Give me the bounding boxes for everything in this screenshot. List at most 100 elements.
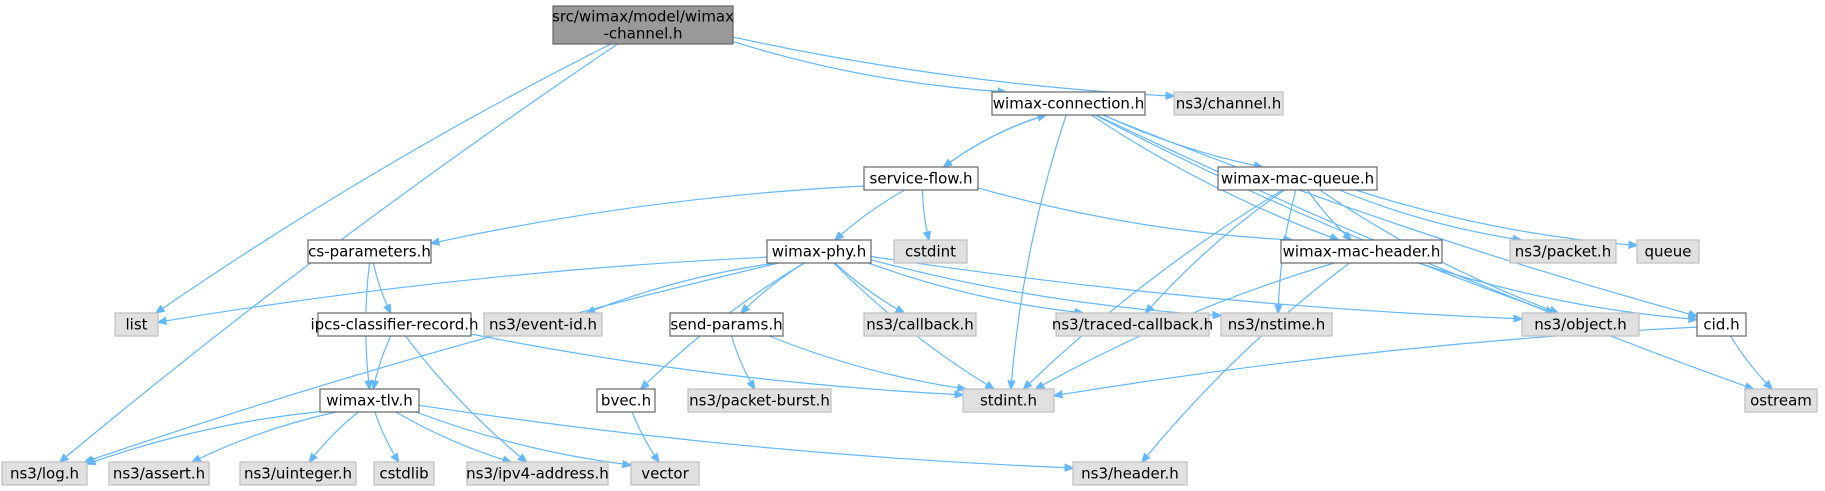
edge-service-flow-to-cstdint	[921, 189, 930, 240]
node-cs-parameters[interactable]: cs-parameters.h	[307, 239, 432, 264]
node-box	[1521, 312, 1640, 337]
node-wimax-phy[interactable]: wimax-phy.h	[766, 239, 872, 264]
edge-send-params-to-ns3-packet-burst	[730, 335, 755, 389]
node-box	[1696, 312, 1747, 337]
node-label: wimax-connection.h	[993, 95, 1144, 113]
edge-wimax-mac-header-to-cid	[1418, 262, 1697, 320]
node-label: wimax-phy.h	[772, 243, 867, 261]
edge-wimax-tlv-to-ns3-assert	[192, 411, 337, 462]
node-wimax-tlv[interactable]: wimax-tlv.h	[319, 388, 420, 413]
node-ns3-event-id: ns3/event-id.h	[483, 312, 603, 337]
edge-cid-to-ostream	[1729, 335, 1773, 389]
node-label: ns3/assert.h	[113, 465, 205, 483]
node-box	[630, 461, 700, 486]
node-ns3-packet-burst: ns3/packet-burst.h	[687, 388, 832, 413]
node-box	[1, 461, 88, 486]
node-ipcs-classifier-record[interactable]: ipcs-classifier-record.h	[310, 312, 479, 337]
node-box	[307, 239, 432, 264]
node-ns3-uinteger: ns3/uinteger.h	[239, 461, 357, 486]
node-box	[863, 312, 977, 337]
node-box	[766, 239, 872, 264]
edge-service-flow-to-wimax-connection	[943, 115, 1046, 168]
edges-layer	[60, 36, 1773, 468]
node-wimax-mac-queue[interactable]: wimax-mac-queue.h	[1217, 166, 1378, 191]
node-stdint: stdint.h	[962, 388, 1055, 413]
node-ostream: ostream	[1744, 388, 1818, 413]
node-label: cs-parameters.h	[308, 243, 431, 261]
node-label: send-params.h	[670, 316, 782, 334]
edge-wimax-connection-to-service-flow	[944, 114, 1047, 167]
node-label: vector	[641, 465, 689, 483]
node-ns3-channel: ns3/channel.h	[1173, 91, 1284, 116]
node-box	[239, 461, 357, 486]
node-label: cstdlib	[379, 465, 428, 483]
edge-wimax-connection-to-wimax-mac-header	[1090, 114, 1338, 240]
node-box	[108, 461, 210, 486]
node-label: ostream	[1750, 392, 1812, 410]
edge-bvec-to-vector	[631, 411, 659, 462]
node-label: cstdint	[905, 243, 956, 261]
node-wimax-mac-header[interactable]: wimax-mac-header.h	[1280, 239, 1443, 264]
node-box	[552, 5, 734, 45]
edge-cid-to-stdint	[1054, 326, 1698, 396]
node-label: ns3/packet.h	[1515, 243, 1611, 261]
edge-wimax-tlv-to-ns3-header	[418, 404, 1073, 468]
node-cstdlib: cstdlib	[373, 461, 435, 486]
nodes-layer: src/wimax/model/wimax-channel.h wimax-con…	[1, 5, 1818, 486]
node-box	[1509, 239, 1617, 264]
node-ns3-log: ns3/log.h	[1, 461, 88, 486]
edge-wimax-tlv-to-ns3-log	[87, 411, 321, 464]
edge-ipcs-classifier-record-to-ns3-ipv4-address	[405, 335, 527, 462]
edge-wimax-connection-to-ns3-object	[1094, 114, 1554, 313]
node-box	[1280, 239, 1443, 264]
node-box	[114, 312, 159, 337]
edge-wimax-tlv-to-ns3-ipv4-address	[395, 411, 511, 462]
edge-wimax-phy-to-ns3-object	[870, 255, 1522, 319]
edge-service-flow-to-wimax-mac-header	[977, 187, 1292, 240]
node-label: cid.h	[1703, 316, 1739, 334]
edge-wimax-mac-queue-to-wimax-mac-header	[1307, 189, 1352, 240]
node-ns3-callback: ns3/callback.h	[863, 312, 977, 337]
node-root[interactable]: src/wimax/model/wimax-channel.h	[552, 5, 734, 45]
edge-wimax-phy-to-ns3-callback	[834, 262, 904, 313]
node-bvec[interactable]: bvec.h	[596, 388, 656, 413]
node-label: service-flow.h	[870, 170, 973, 188]
node-label: ns3/event-id.h	[489, 316, 597, 334]
node-label: ns3/packet-burst.h	[689, 392, 830, 410]
node-box	[962, 388, 1055, 413]
node-label: ns3/uinteger.h	[244, 465, 352, 483]
edge-wimax-mac-queue-to-ns3-traced-callback	[1146, 189, 1285, 313]
edge-ipcs-classifier-record-to-stdint	[470, 333, 963, 395]
node-label: bvec.h	[601, 392, 651, 410]
edge-service-flow-to-wimax-phy	[835, 189, 906, 240]
node-send-params[interactable]: send-params.h	[669, 312, 784, 337]
edge-wimax-mac-queue-to-ns3-packet	[1339, 189, 1521, 240]
node-box	[863, 166, 979, 191]
node-wimax-connection[interactable]: wimax-connection.h	[991, 91, 1146, 116]
node-label: wimax-mac-queue.h	[1221, 170, 1374, 188]
edge-wimax-tlv-to-ns3-uinteger	[309, 411, 359, 462]
node-label: ns3/callback.h	[866, 316, 974, 334]
node-label: wimax-mac-header.h	[1283, 243, 1441, 261]
node-label: ipcs-classifier-record.h	[310, 316, 478, 334]
node-box	[483, 312, 603, 337]
edge-wimax-phy-to-ns3-nstime	[870, 259, 1221, 316]
node-service-flow[interactable]: service-flow.h	[863, 166, 979, 191]
node-label: stdint.h	[980, 392, 1037, 410]
edge-wimax-phy-to-ns3-event-id	[587, 262, 776, 313]
edge-wimax-connection-to-cid	[1102, 114, 1698, 316]
node-ns3-packet: ns3/packet.h	[1509, 239, 1617, 264]
node-box	[669, 312, 784, 337]
node-box	[1636, 239, 1700, 264]
edge-wimax-mac-queue-to-queue	[1355, 189, 1637, 245]
node-label: ns3/nstime.h	[1228, 316, 1325, 334]
node-label: list	[125, 316, 147, 334]
edge-wimax-tlv-to-cstdlib	[374, 411, 399, 462]
node-box	[893, 239, 968, 264]
node-cid[interactable]: cid.h	[1696, 312, 1747, 337]
edge-root-to-wimax-connection	[732, 41, 1006, 92]
node-box	[1217, 166, 1378, 191]
edge-service-flow-to-cs-parameters	[431, 185, 865, 243]
node-ns3-assert: ns3/assert.h	[108, 461, 210, 486]
